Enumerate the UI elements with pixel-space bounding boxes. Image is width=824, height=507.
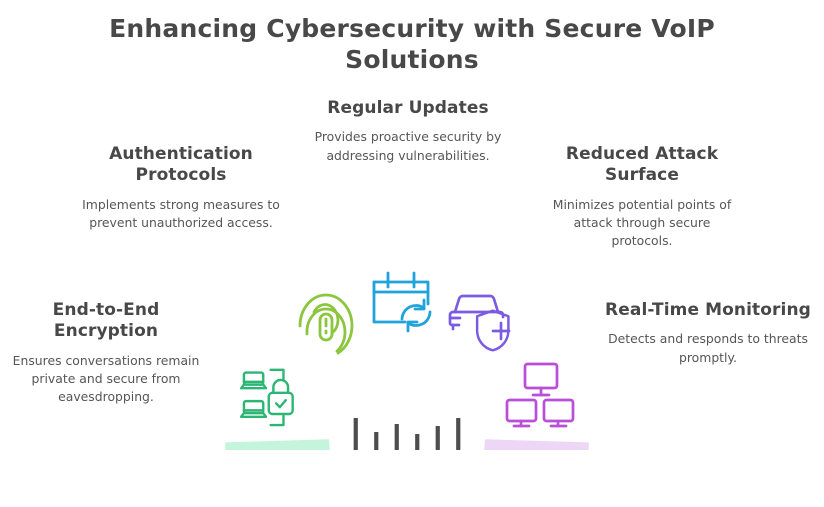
waveform-bar (394, 424, 399, 450)
segment-title-regular-updates: Regular Updates (327, 98, 489, 118)
label-block-reduced-attack-surface: Reduced Attack Surface Minimizes potenti… (542, 144, 742, 250)
segment-title-reduced-attack-surface: Reduced Attack Surface (565, 144, 719, 186)
segment-description-reduced-attack-surface: Minimizes potential points of attack thr… (552, 196, 732, 249)
fingerprint-icon (298, 293, 354, 355)
label-block-authentication-protocols: Authentication Protocols Implements stro… (82, 144, 280, 232)
segment-description-regular-updates: Provides proactive security by addressin… (314, 129, 502, 163)
monitor-network-icon (505, 362, 575, 428)
segment-description-end-to-end-encryption: Ensures conversations remain private and… (12, 352, 200, 405)
label-block-regular-updates: Regular Updates Provides proactive secur… (312, 98, 504, 165)
segment-title-real-time-monitoring: Real-Time Monitoring (605, 300, 811, 320)
segment-title-end-to-end-encryption: End-to-End Encryption (52, 300, 160, 342)
segment-description-authentication-protocols: Implements strong measures to prevent un… (82, 196, 280, 230)
waveform-bar (374, 432, 379, 450)
page-title: Enhancing Cybersecurity with Secure VoIP… (109, 14, 715, 74)
fan-diagram (205, 240, 609, 450)
fan-segment-end-to-end-encryption[interactable] (225, 439, 342, 450)
waveform-bar (353, 418, 358, 450)
fan-segments (225, 439, 589, 450)
waveform-bar (435, 426, 440, 450)
segment-description-real-time-monitoring: Detects and responds to threats promptly… (608, 331, 808, 365)
secure-devices-lock-icon (239, 368, 294, 427)
fan-segment-real-time-monitoring[interactable] (471, 439, 589, 450)
label-block-real-time-monitoring: Real-Time Monitoring Detects and respond… (602, 300, 814, 367)
voice-waveform-icon (353, 418, 461, 450)
calendar-refresh-icon (372, 271, 432, 333)
segment-title-authentication-protocols: Authentication Protocols (109, 144, 253, 186)
waveform-bar (456, 418, 461, 450)
label-block-end-to-end-encryption: End-to-End Encryption Ensures conversati… (8, 300, 204, 406)
vehicle-shield-plus-icon (448, 294, 511, 352)
waveform-bar (415, 434, 420, 450)
